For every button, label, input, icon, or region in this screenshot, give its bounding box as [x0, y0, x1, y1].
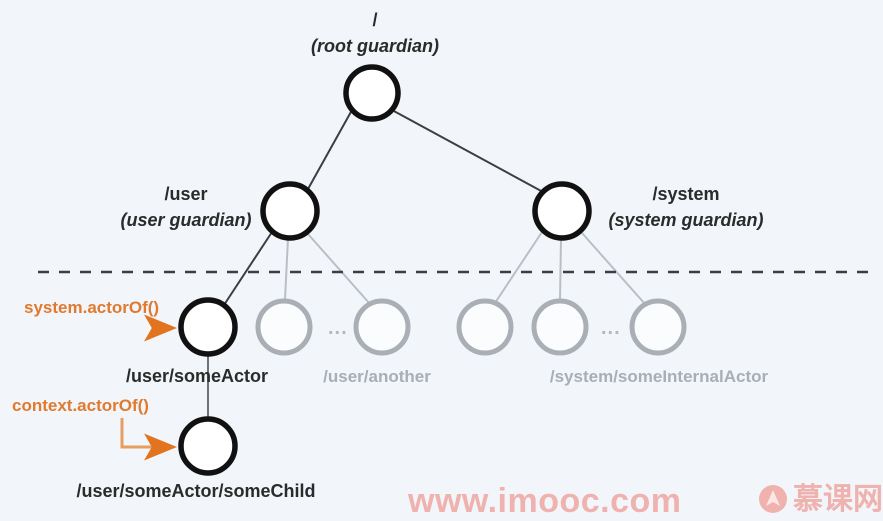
node-group	[178, 64, 687, 476]
node-system-guardian[interactable]	[532, 181, 592, 241]
label-some-actor: /user/someActor	[125, 366, 269, 386]
label-root-role: (root guardian)	[311, 36, 439, 56]
edge-root-system	[391, 109, 544, 193]
node-system-child-3[interactable]	[629, 298, 687, 356]
watermark-logo-icon	[759, 485, 787, 513]
node-some-child[interactable]	[178, 416, 238, 476]
node-some-actor[interactable]	[178, 297, 238, 357]
arrow-context-actorof	[120, 418, 177, 461]
node-root[interactable]	[343, 64, 401, 122]
label-some-child: /user/someActor/someChild	[76, 481, 316, 501]
edge-user-usermid	[284, 237, 289, 301]
label-user-role: (user guardian)	[120, 210, 252, 230]
label-user-another: /user/another	[323, 367, 431, 386]
node-system-child-1[interactable]	[456, 298, 514, 356]
edge-user-someactor	[223, 231, 273, 306]
label-root-path: /	[372, 10, 378, 30]
edge-root-user	[307, 109, 353, 190]
watermark-url: www.imooc.com	[408, 482, 682, 520]
node-system-internal-actor[interactable]	[531, 298, 589, 356]
edge-system-sys1	[494, 231, 543, 304]
edge-system-sysinternal	[559, 237, 562, 301]
edge-system-sys3	[581, 232, 646, 305]
node-user-another[interactable]	[353, 298, 411, 356]
label-user-path: /user	[164, 184, 208, 204]
watermark-brand: 慕课网	[793, 483, 883, 516]
label-system-internal-actor: /system/someInternalActor	[549, 367, 769, 386]
node-user-guardian[interactable]	[260, 181, 320, 241]
edge-user-useranother	[307, 233, 371, 305]
annotation-system-actorof: system.actorOf()	[24, 298, 160, 317]
ellipsis-system-children: ...	[601, 317, 621, 339]
annotation-arrow-group	[120, 314, 177, 461]
node-user-middle[interactable]	[255, 298, 313, 356]
annotation-context-actorof: context.actorOf()	[12, 396, 149, 415]
label-system-role: (system guardian)	[608, 210, 764, 230]
label-system-path: /system	[652, 184, 720, 204]
edge-group-dark	[207, 109, 544, 419]
edge-group-muted	[284, 231, 646, 305]
ellipsis-user-children: ...	[328, 317, 348, 339]
